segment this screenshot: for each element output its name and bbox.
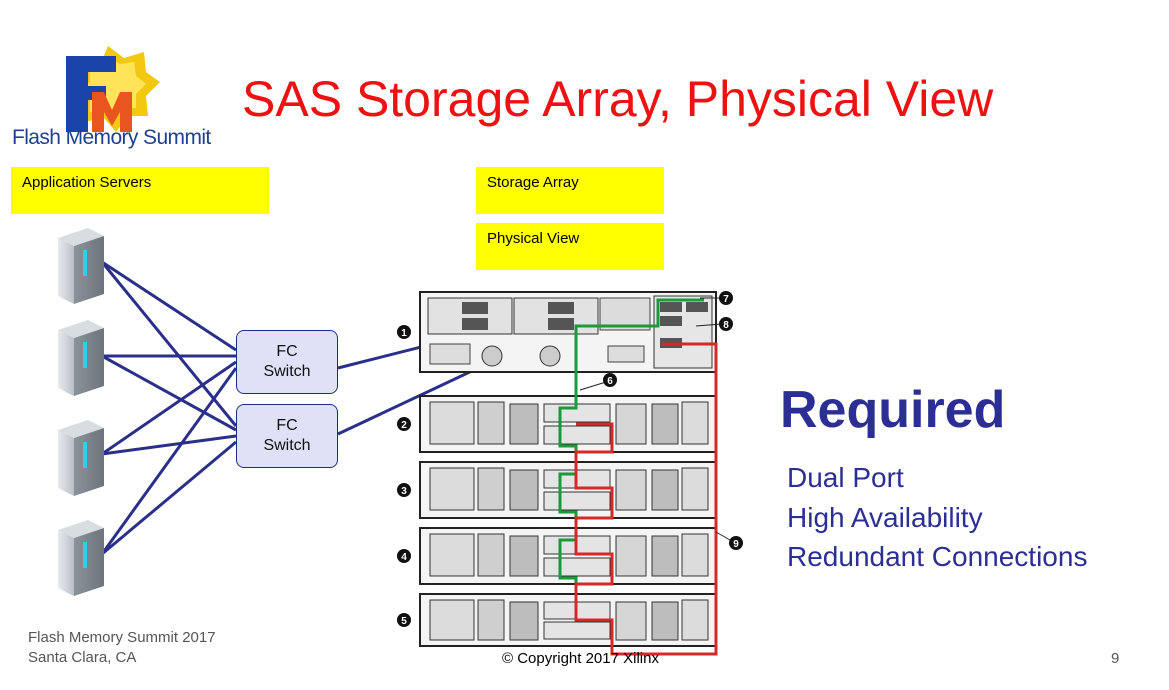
- page-number: 9: [1111, 650, 1120, 667]
- callout-5: 5: [397, 613, 411, 627]
- application-servers-label: Application Servers: [11, 167, 269, 214]
- svg-text:1: 1: [401, 328, 407, 339]
- server-icon: [58, 228, 104, 304]
- logo: [8, 42, 198, 160]
- disk-shelf: [419, 527, 717, 585]
- copyright: © Copyright 2017 Xilinx: [502, 650, 659, 667]
- physical-view-label: Physical View: [476, 223, 664, 270]
- controller-chassis: [419, 291, 717, 373]
- required-item-redundant-connections: Redundant Connections: [787, 541, 1088, 572]
- svg-text:4: 4: [401, 552, 407, 563]
- fc-links: [100, 260, 577, 556]
- footer-location: Santa Clara, CA: [28, 649, 137, 666]
- fc-switch-label: FC Switch: [263, 417, 311, 454]
- disk-shelf: [419, 461, 717, 519]
- fc-switch-2: FC Switch: [236, 404, 338, 468]
- disk-shelf: [419, 395, 717, 453]
- server-icon: [58, 520, 104, 596]
- disk-shelf: [419, 593, 717, 647]
- svg-text:6: 6: [607, 376, 613, 387]
- callout-6: 6: [603, 373, 617, 387]
- callout-7: 7: [719, 291, 733, 305]
- svg-text:5: 5: [401, 616, 407, 627]
- callout-3: 3: [397, 483, 411, 497]
- logo-text: Flash Memory Summit: [12, 126, 211, 149]
- callout-1: 1: [397, 325, 411, 339]
- server-icon: [58, 320, 104, 396]
- callout-8: 8: [719, 317, 733, 331]
- svg-text:9: 9: [733, 539, 739, 550]
- svg-text:2: 2: [401, 420, 407, 431]
- fc-switch-label: FC Switch: [263, 343, 311, 380]
- svg-text:8: 8: [723, 320, 729, 331]
- fc-switch-1: FC Switch: [236, 330, 338, 394]
- footer-event: Flash Memory Summit 2017: [28, 629, 216, 646]
- storage-array-label: Storage Array: [476, 167, 664, 214]
- callout-2: 2: [397, 417, 411, 431]
- required-heading: Required: [780, 381, 1006, 439]
- footer-event-info: Flash Memory Summit 2017 Santa Clara, CA: [28, 628, 216, 668]
- required-item-dual-port: Dual Port: [787, 462, 904, 493]
- svg-text:3: 3: [401, 486, 407, 497]
- server-icon: [58, 420, 104, 496]
- svg-text:7: 7: [723, 294, 729, 305]
- callout-4: 4: [397, 549, 411, 563]
- callout-9: 9: [729, 536, 743, 550]
- sas-cable-b: [574, 342, 718, 656]
- required-item-high-availability: High Availability: [787, 502, 983, 533]
- slide-title: SAS Storage Array, Physical View: [242, 71, 994, 127]
